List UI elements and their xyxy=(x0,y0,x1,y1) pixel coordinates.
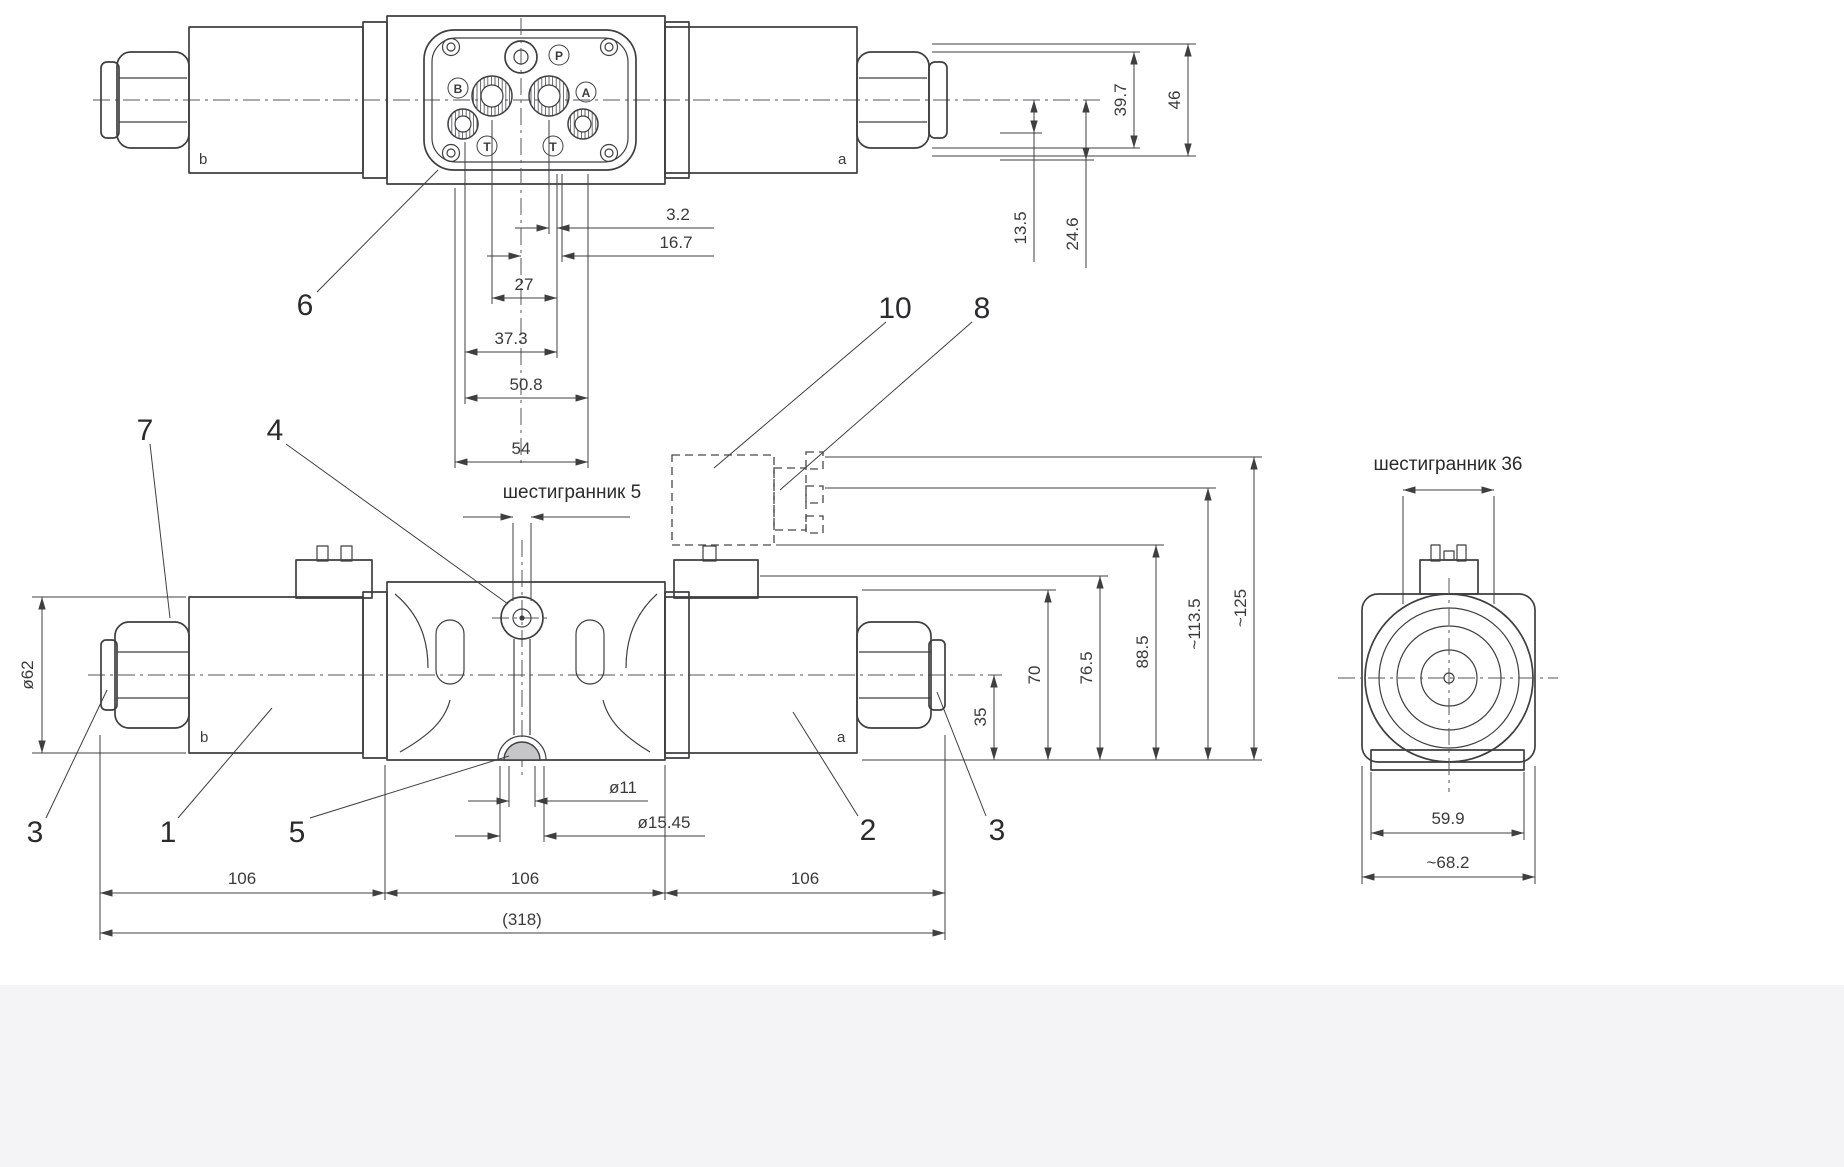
dim-46: 46 xyxy=(1165,91,1184,110)
dim-318: (318) xyxy=(502,910,542,929)
bottom-extension-lines xyxy=(99,735,946,940)
front-valve-body xyxy=(386,581,666,761)
port-label-b: B xyxy=(454,82,463,96)
dim-27: 27 xyxy=(515,275,534,294)
hex36-note: шестигранник 36 xyxy=(1373,454,1522,475)
side-view: шестигранник 36 59.9 xyxy=(1338,454,1558,884)
dim-54: 54 xyxy=(512,439,531,458)
callout-4: 4 xyxy=(267,414,284,447)
ports xyxy=(447,40,599,140)
front-right-hex-plug xyxy=(856,621,946,729)
callout-3-right: 3 xyxy=(989,814,1006,847)
front-view-dimensions: шестигранник 5 ø62 ø11 ø15.45 106 106 xyxy=(18,456,1262,940)
callout-7: 7 xyxy=(137,414,154,447)
port-labels: P B A T T xyxy=(447,44,597,157)
dim-113-5: ~113.5 xyxy=(1185,598,1204,649)
dim-76-5: 76.5 xyxy=(1077,651,1096,684)
bottom-port-hole xyxy=(497,735,547,761)
dim-dia11: ø11 xyxy=(609,778,637,797)
top-right-extension-lines xyxy=(932,43,1196,161)
left-connector xyxy=(295,545,373,599)
right-connector xyxy=(673,545,759,599)
dim-3-2: 3.2 xyxy=(666,205,690,224)
top-right-hex-plug xyxy=(856,51,948,149)
callout-8: 8 xyxy=(974,292,991,325)
top-label-a: a xyxy=(838,151,847,168)
port-label-p: P xyxy=(555,49,563,63)
footer-strip xyxy=(0,985,1844,1167)
callout-5: 5 xyxy=(289,816,306,849)
dim-59-9: 59.9 xyxy=(1431,809,1464,828)
callout-3-left: 3 xyxy=(27,816,44,849)
callout-10: 10 xyxy=(878,292,911,325)
hex5-note: шестигранник 5 xyxy=(503,482,641,503)
port-face-plate xyxy=(423,29,637,171)
port-label-a: A xyxy=(582,86,591,100)
dim-106-mid: 106 xyxy=(511,869,539,888)
dim-70: 70 xyxy=(1025,666,1044,685)
callout-1: 1 xyxy=(160,816,177,849)
port-label-t2: T xyxy=(549,140,557,154)
bolt-holes xyxy=(441,37,619,163)
alternate-connector-dashed xyxy=(671,451,824,546)
top-extension-lines xyxy=(454,120,589,468)
callout-2: 2 xyxy=(860,814,877,847)
front-label-a: a xyxy=(837,729,846,746)
top-view: b xyxy=(93,15,1100,185)
top-view-dimensions: 3.2 16.7 27 37.3 50.8 54 13.5 xyxy=(454,18,1196,468)
front-view: b xyxy=(88,451,1002,780)
dim-39-7: 39.7 xyxy=(1111,83,1130,116)
dim-13-5: 13.5 xyxy=(1011,211,1030,244)
dim-24-6: 24.6 xyxy=(1063,217,1082,250)
center-screw-boss xyxy=(500,596,544,640)
dim-50-8: 50.8 xyxy=(509,375,542,394)
dim-16-7: 16.7 xyxy=(659,233,692,252)
right-extension-lines xyxy=(760,456,1262,761)
dim-68-2: ~68.2 xyxy=(1426,853,1469,872)
dim-dia15-45: ø15.45 xyxy=(638,813,691,832)
callouts: 6 7 4 10 8 3 1 5 2 3 xyxy=(27,169,1006,849)
dim-88-5: 88.5 xyxy=(1133,635,1152,668)
front-left-hex-plug xyxy=(100,621,190,729)
callout-6: 6 xyxy=(297,289,314,322)
dim-37-3: 37.3 xyxy=(494,329,527,348)
top-valve-body: P B A T T xyxy=(386,15,666,185)
dim-dia62: ø62 xyxy=(18,660,37,689)
top-label-b: b xyxy=(199,151,207,168)
dim-106-right: 106 xyxy=(791,869,819,888)
front-label-b: b xyxy=(200,729,208,746)
dim-125: ~125 xyxy=(1231,589,1250,627)
dim-35: 35 xyxy=(971,708,990,727)
dim-106-left: 106 xyxy=(228,869,256,888)
port-label-t1: T xyxy=(483,140,491,154)
